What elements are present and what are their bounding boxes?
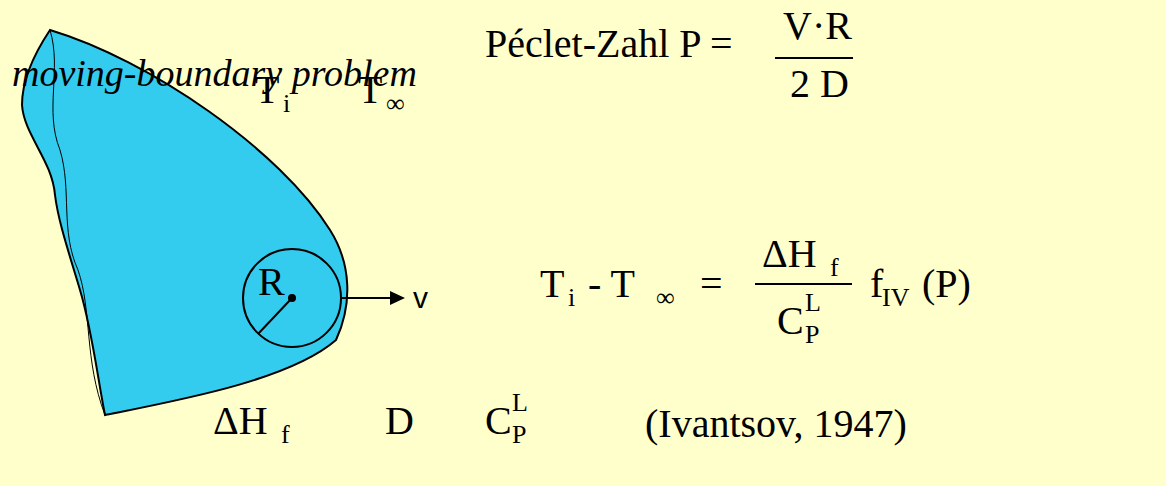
citation: (Ivantsov, 1947) — [645, 404, 907, 444]
symbol: (P) — [922, 264, 971, 304]
subscript: i — [568, 285, 575, 311]
superscript: L — [805, 290, 821, 316]
symbol: ΔH — [762, 234, 817, 274]
center-dot — [288, 294, 296, 302]
symbol: C — [485, 401, 512, 441]
formula-text: Péclet-Zahl P = — [485, 24, 733, 64]
arrow-head — [390, 291, 405, 305]
symbol: ΔH — [213, 401, 268, 441]
symbol: T — [255, 70, 279, 110]
superscript: L — [512, 390, 528, 416]
tip-radius-circle: R — [242, 248, 342, 348]
subscript: IV — [882, 285, 909, 311]
symbol: C — [777, 301, 804, 341]
velocity-label: v — [413, 283, 428, 313]
radius-line — [258, 298, 292, 334]
subscript: i — [283, 91, 290, 117]
symbol: D — [385, 401, 414, 441]
denominator: 2 D — [790, 64, 849, 104]
subscript: P — [805, 322, 819, 348]
symbol: f — [870, 264, 883, 304]
subscript: ∞ — [656, 285, 675, 311]
equals-sign: = — [700, 264, 723, 304]
symbol: T — [540, 264, 564, 304]
subscript: ∞ — [386, 91, 405, 117]
numerator: V·R — [783, 6, 852, 46]
subscript: P — [512, 422, 526, 448]
velocity-arrow — [342, 297, 395, 299]
caption-text: moving-boundary problem — [12, 54, 417, 92]
subscript: f — [281, 422, 290, 448]
radius-label: R — [258, 262, 285, 302]
symbol: T — [358, 70, 382, 110]
fraction-bar — [775, 57, 853, 59]
subscript: f — [830, 255, 839, 281]
fraction-bar — [755, 283, 852, 285]
symbol: - T — [588, 264, 635, 304]
